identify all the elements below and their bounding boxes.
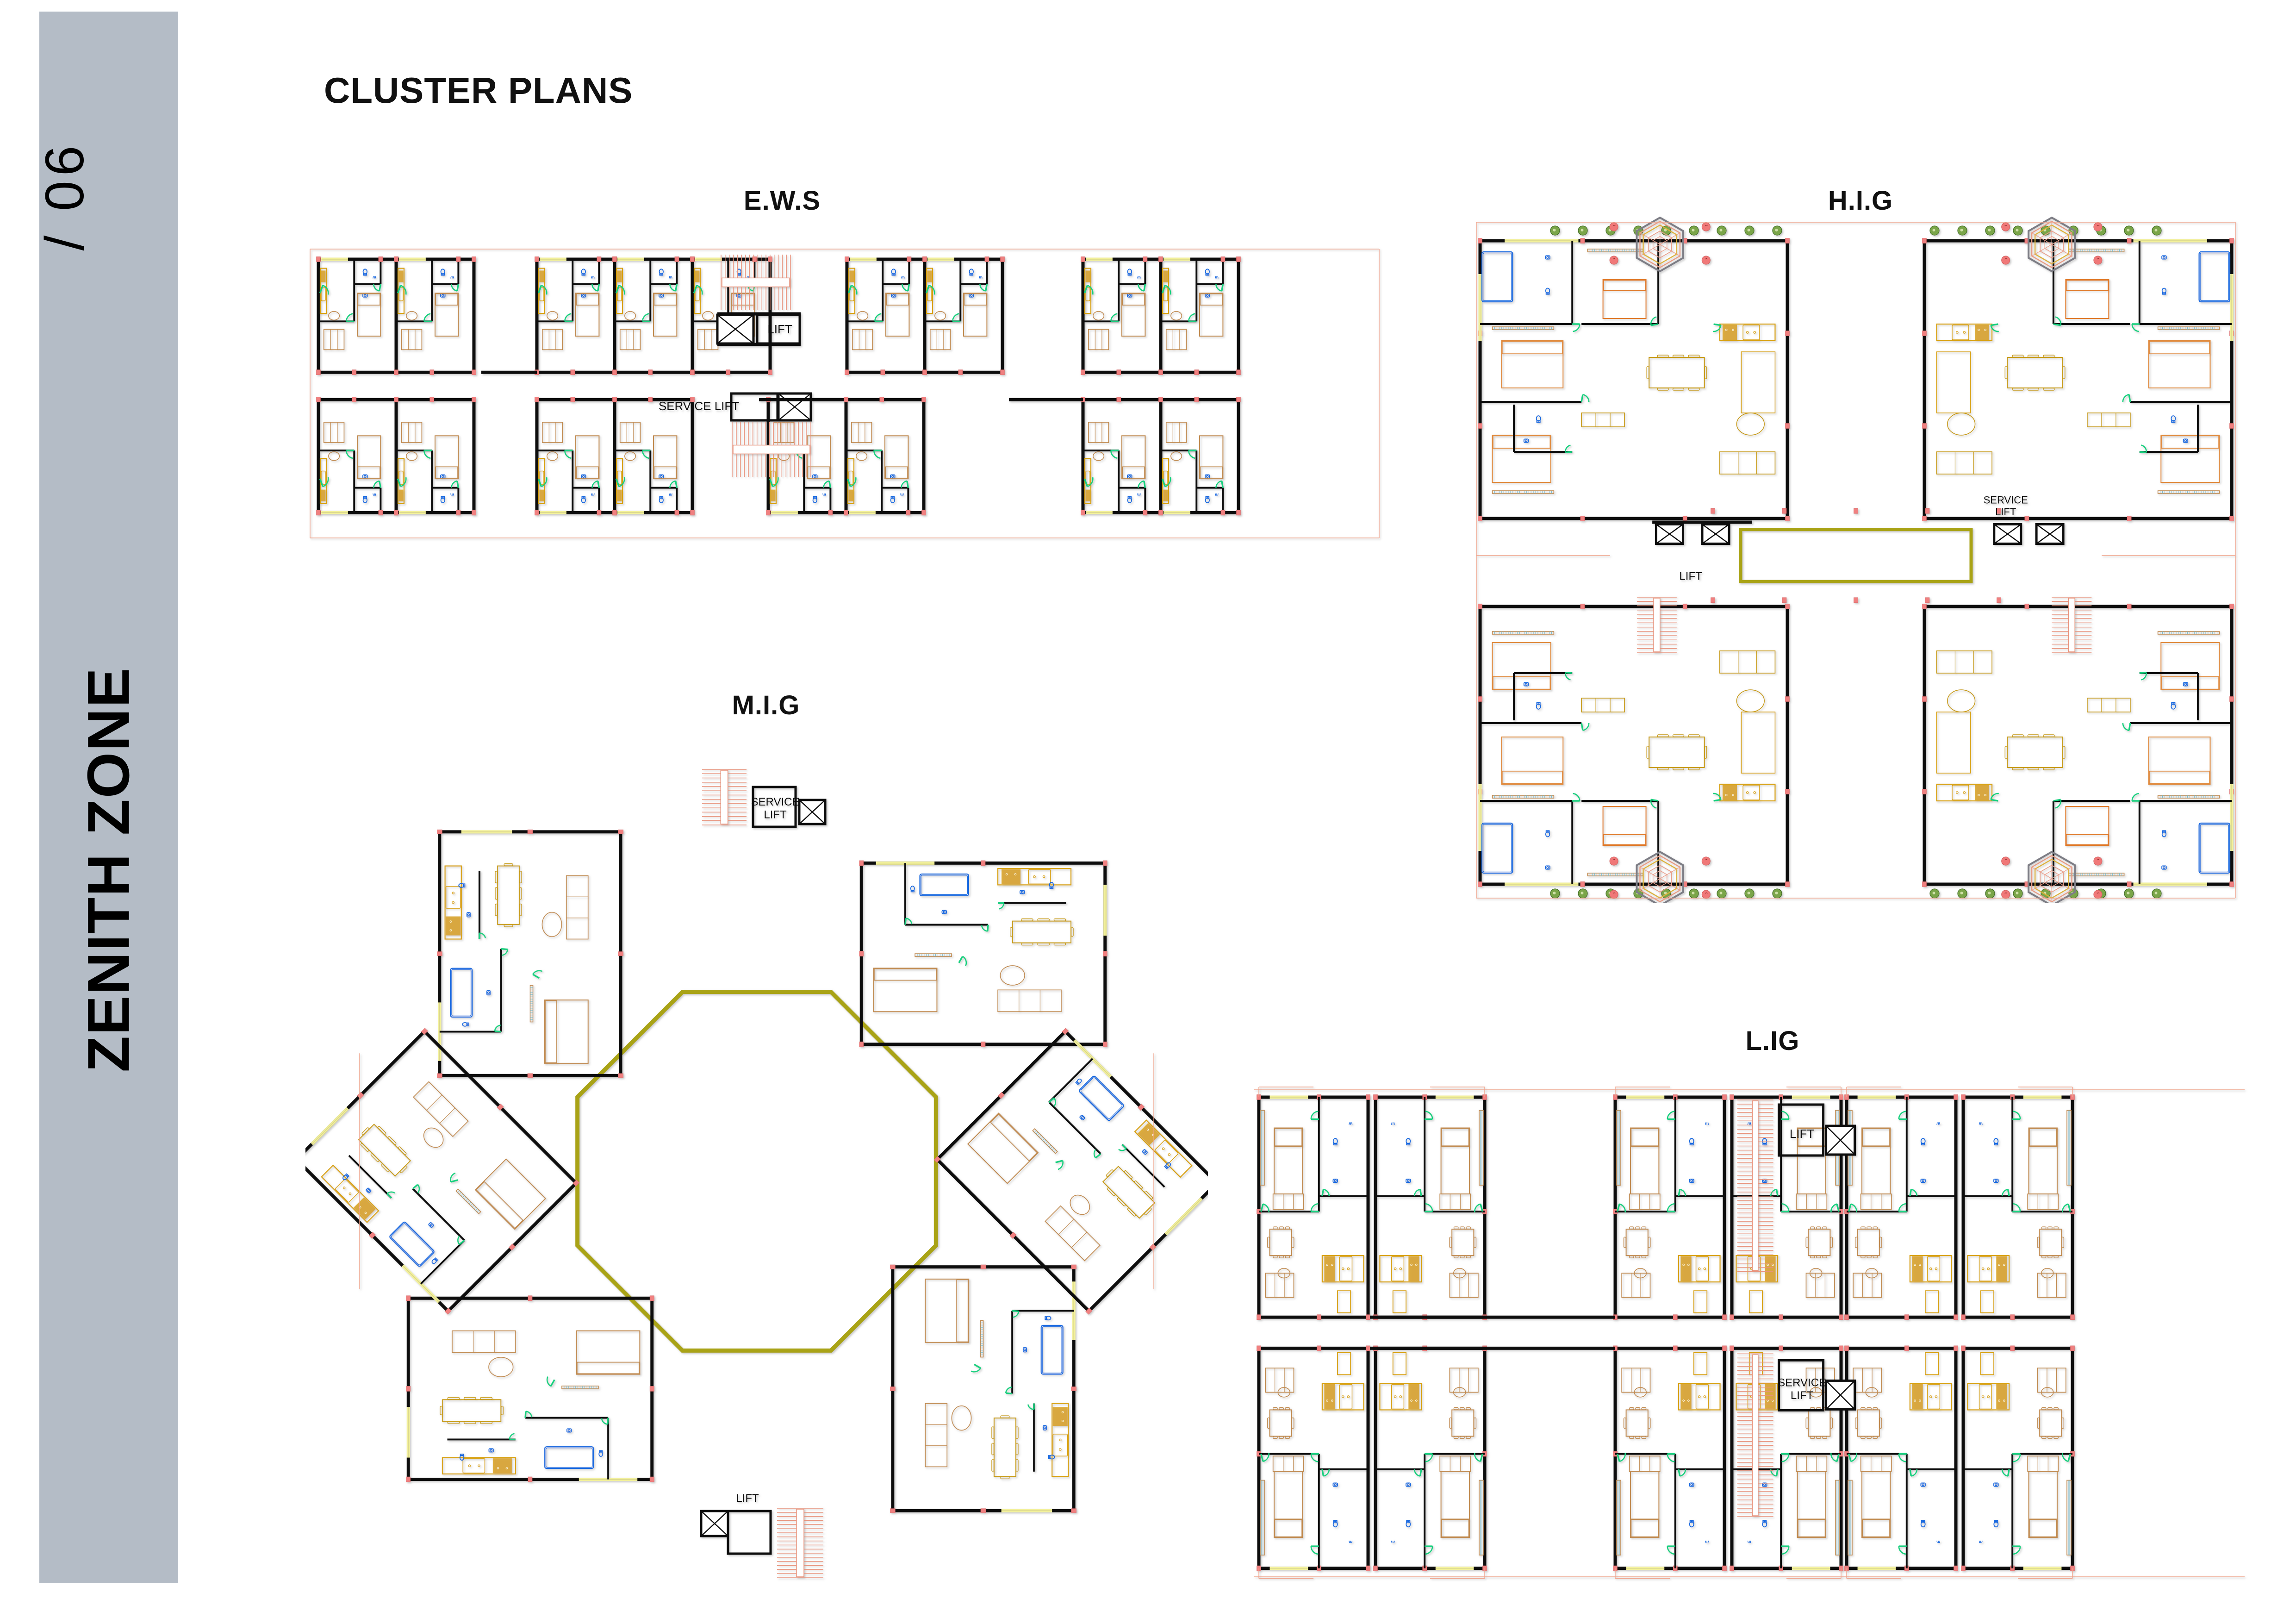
plan-label-mig: M.I.G <box>732 690 800 720</box>
sheet-number: / 06 <box>34 141 95 251</box>
svg-text:SERVICE: SERVICE <box>1984 494 2028 506</box>
plan-label-ews: E.W.S <box>743 186 821 216</box>
svg-text:LIFT: LIFT <box>1679 570 1702 583</box>
svg-text:SERVICE: SERVICE <box>1778 1376 1826 1389</box>
page-title: CLUSTER PLANS <box>324 70 633 111</box>
svg-text:SERVICE: SERVICE <box>751 796 800 808</box>
svg-text:SERVICE LIFT: SERVICE LIFT <box>659 399 739 413</box>
svg-text:LIFT: LIFT <box>1790 1127 1815 1141</box>
svg-text:LIFT: LIFT <box>764 809 787 821</box>
svg-text:LIFT: LIFT <box>736 1492 759 1505</box>
svg-text:LIFT: LIFT <box>1995 506 2016 518</box>
plan-label-lig: L.IG <box>1745 1026 1800 1056</box>
sheet-side-band: / 06 ZENITH ZONE <box>34 12 178 1583</box>
plan-drawing-ews: LIFT SERVICE LIFT <box>296 241 1393 546</box>
plan-label-hig: H.I.G <box>1828 186 1893 216</box>
zone-title: ZENITH ZONE <box>75 667 142 1073</box>
svg-text:LIFT: LIFT <box>1791 1389 1814 1402</box>
plan-block-ews: E.W.S LIFT SERVICE LIFT <box>296 186 1393 546</box>
svg-text:LIFT: LIFT <box>767 322 792 336</box>
